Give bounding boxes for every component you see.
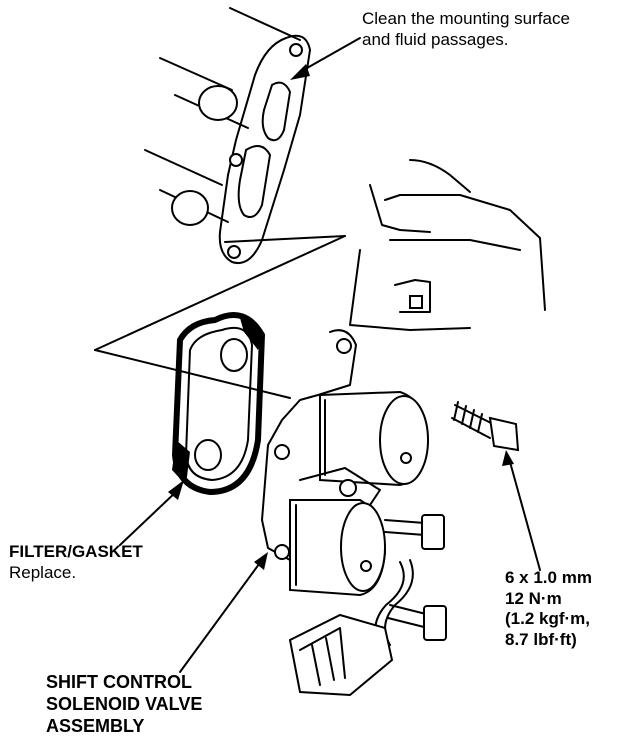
mounting-surface-line1: Clean the mounting surface	[362, 9, 570, 28]
bolt-spec-callout: 6 x 1.0 mm 12 N·m (1.2 kgf·m, 8.7 lbf·ft…	[505, 568, 592, 651]
housing-bracket	[349, 159, 546, 331]
filter-gasket-note: Replace.	[9, 562, 77, 582]
mounting-surface-line2: and fluid passages.	[362, 29, 509, 49]
bolt-torque-lbfft: 8.7 lbf·ft)	[505, 630, 577, 650]
mounting-bolt	[451, 401, 520, 452]
mounting-surface-arrow	[290, 37, 361, 80]
bolt-spec-arrow	[502, 450, 541, 571]
filter-gasket-callout: FILTER/GASKET Replace.	[9, 542, 143, 583]
solenoid-line2: SOLENOID VALVE	[46, 693, 203, 714]
bolt-torque-kgfm: (1.2 kgf·m,	[505, 609, 591, 629]
solenoid-assembly-arrow	[179, 552, 268, 673]
mounting-surface-plate	[218, 34, 311, 264]
filter-gasket-arrow	[119, 480, 184, 546]
bolt-torque-nm: 12 N·m	[505, 588, 562, 608]
solenoid-assembly-callout: SHIFT CONTROL SOLENOID VALVE ASSEMBLY	[46, 672, 202, 738]
solenoid-valve-assembly	[261, 329, 447, 697]
filter-gasket	[172, 312, 265, 495]
filter-gasket-name: FILTER/GASKET	[9, 542, 143, 561]
bolt-size: 6 x 1.0 mm	[505, 568, 592, 587]
mounting-surface-callout: Clean the mounting surface and fluid pas…	[362, 9, 570, 50]
transmission-housing	[94, 7, 346, 399]
solenoid-line1: SHIFT CONTROL	[46, 672, 192, 692]
solenoid-line3: ASSEMBLY	[46, 715, 145, 736]
